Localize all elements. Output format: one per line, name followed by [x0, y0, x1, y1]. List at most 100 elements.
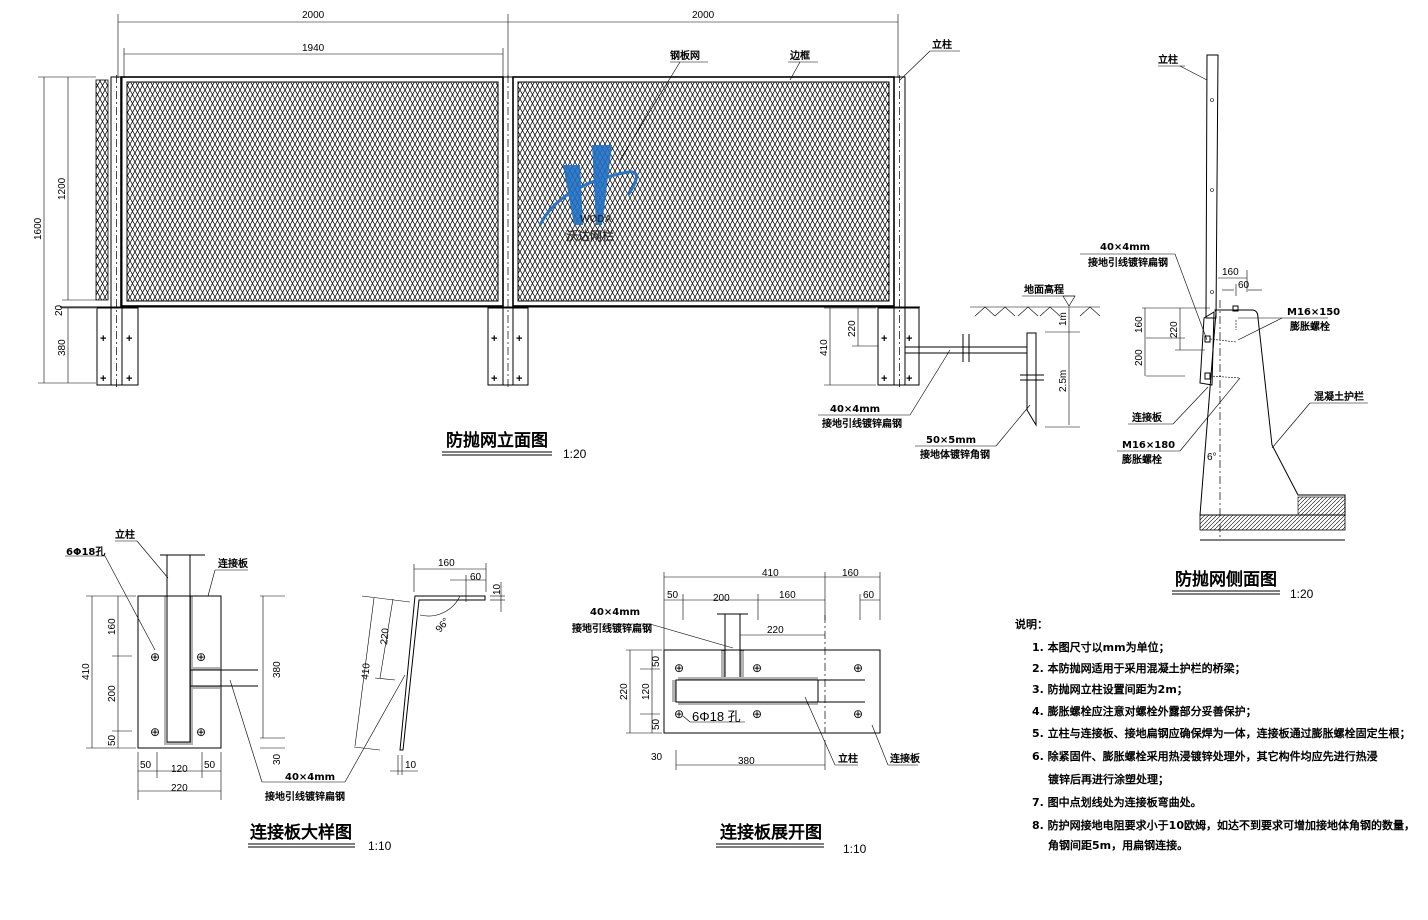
- post-2: [502, 75, 514, 388]
- note-item: 6. 除紧固件、膨胀螺栓采用热浸镀锌处理外，其它构件均应先进行热浸: [1032, 749, 1378, 763]
- unfold-dim-50: 50: [667, 590, 679, 601]
- side-view: 立柱 160 60 160 200 220: [1080, 53, 1368, 601]
- unfold-holes: ⊕⊕⊕ ⊕⊕⊕: [674, 661, 863, 721]
- detail-flatbar-size: 40×4mm: [285, 772, 335, 783]
- angle-size: 50×5mm: [926, 435, 976, 446]
- side-dim-160-top: 160: [1222, 267, 1239, 278]
- svg-text:⊕: ⊕: [853, 661, 863, 675]
- unfold-label-post: 立柱: [838, 752, 858, 765]
- svg-text:+: +: [906, 373, 912, 385]
- plate-unfold-view: ⊕⊕⊕ ⊕⊕⊕ 410 160 50 200 160 60 220 220 50…: [572, 568, 921, 856]
- fence-panel-1: [120, 76, 504, 307]
- bolt2-name: 膨胀螺栓: [1122, 453, 1162, 466]
- svg-text:⊕: ⊕: [674, 661, 684, 675]
- label-ground-level: 地面高程: [1024, 283, 1064, 296]
- detail-dim-160: 160: [107, 618, 118, 635]
- concrete-barrier: [1199, 309, 1346, 516]
- detail-label-plate: 连接板: [218, 557, 249, 570]
- unfold-plate: [663, 649, 881, 734]
- svg-text:沃达网栏: 沃达网栏: [566, 228, 614, 243]
- unfold-dim-160: 160: [779, 590, 796, 601]
- side-scale: 1:20: [1290, 587, 1314, 601]
- unfold-title: 连接板展开图: [720, 822, 822, 843]
- label-frame: 边框: [789, 49, 810, 62]
- unfold-dim-380: 380: [738, 756, 755, 767]
- svg-text:+: +: [881, 373, 887, 385]
- unfold-post: [675, 679, 819, 703]
- angle-name: 接地体镀锌角钢: [920, 448, 990, 461]
- detail-dim-220: 220: [171, 783, 188, 794]
- svg-text:+: +: [881, 333, 887, 345]
- label-mesh: 钢板网: [670, 49, 700, 62]
- watermark-logo: WODA 沃达网栏: [538, 145, 638, 243]
- unfold-flatbar-name: 接地引线镀锌扁钢: [572, 622, 652, 635]
- svg-text:WODA: WODA: [580, 214, 612, 225]
- note-item: 角钢间距5m，用扁钢连接。: [1048, 838, 1188, 852]
- detail-holes: ⊕⊕⊕⊕: [150, 650, 206, 739]
- side-label-post: 立柱: [1158, 53, 1178, 66]
- detail-plate: [137, 595, 222, 749]
- detail-scale: 1:10: [368, 839, 392, 853]
- note-item: 镀锌后再进行涂塑处理；: [1048, 772, 1169, 786]
- side-plate: [1199, 311, 1215, 386]
- unfold-dim-v120: 120: [641, 683, 652, 700]
- bend-dim-410: 410: [360, 662, 373, 680]
- elevation-view: 2000 2000 1940 1600 1200 20 380 WODA: [33, 10, 1101, 461]
- detail-dim-410: 410: [81, 663, 92, 680]
- detail-dim-30: 30: [272, 753, 283, 765]
- detail-flatbar-name: 接地引线镀锌扁钢: [265, 790, 345, 803]
- notes-heading: 说明：: [1015, 617, 1048, 631]
- unfold-dim-410: 410: [762, 568, 779, 579]
- svg-text:+: +: [906, 333, 912, 345]
- unfold-dim-160-r: 160: [842, 568, 859, 579]
- svg-text:⊕: ⊕: [196, 725, 206, 739]
- dim-1m: 1m: [1058, 312, 1069, 326]
- unfold-label-holes: 6Φ18 孔: [692, 709, 741, 724]
- dim-1200: 1200: [57, 177, 68, 200]
- grounding-flatbar: [905, 334, 1028, 362]
- bent-plate: [399, 595, 486, 751]
- svg-text:+: +: [491, 373, 497, 385]
- note-item: 8. 防护网接地电阻要求小于10欧姆，如达不到要求可增加接地体角钢的数量，: [1032, 818, 1415, 832]
- unfold-dim-220-top: 220: [767, 625, 784, 636]
- unfold-label-plate: 连接板: [890, 752, 921, 765]
- dim-2-5m: 2.5m: [1058, 370, 1069, 392]
- svg-text:+: +: [126, 373, 132, 385]
- detail-dim-200: 200: [107, 685, 118, 702]
- side-angle: 6°: [1207, 452, 1217, 463]
- deck-slab: [1199, 514, 1346, 531]
- unfold-scale: 1:10: [843, 842, 867, 856]
- svg-text:+: +: [516, 333, 522, 345]
- notes: 说明： 1. 本图尺寸以mm为单位； 2. 本防抛网适用于采用混凝土护栏的桥梁；…: [1015, 617, 1415, 852]
- label-post: 立柱: [932, 38, 952, 51]
- detail-label-holes: 6Φ18孔: [66, 545, 105, 558]
- unfold-dim-60: 60: [863, 590, 875, 601]
- svg-text:+: +: [516, 373, 522, 385]
- elevation-scale: 1:20: [563, 447, 587, 461]
- unfold-dim-30: 30: [651, 752, 663, 763]
- bolt2-size: M16×180: [1122, 440, 1175, 451]
- side-flatbar-size: 40×4mm: [1100, 242, 1150, 253]
- note-item: 5. 立柱与连接板、接地扁钢应确保焊为一体，连接板通过膨胀螺栓固定生根；: [1032, 726, 1411, 740]
- ground-surface: [970, 295, 1101, 428]
- svg-text:+: +: [491, 333, 497, 345]
- side-dim-60: 60: [1238, 280, 1250, 291]
- bend-dim-220: 220: [379, 627, 392, 645]
- unfold-dim-200: 200: [713, 593, 730, 604]
- side-flatbar-name: 接地引线镀锌扁钢: [1088, 256, 1168, 269]
- note-item: 2. 本防抛网适用于采用混凝土护栏的桥梁；: [1032, 661, 1246, 675]
- unfold-dim-v50b: 50: [651, 718, 662, 730]
- dim-410: 410: [819, 339, 830, 356]
- dim-1600: 1600: [33, 217, 44, 240]
- plate-detail-view: ⊕⊕⊕⊕ 410 160 200 50 380 30 50 120 50 220: [65, 528, 505, 853]
- dim-2000-b: 2000: [692, 10, 715, 21]
- bend-dim-10: 10: [492, 583, 503, 595]
- unfold-flatbar-size: 40×4mm: [590, 607, 640, 618]
- detail-dim-380: 380: [272, 661, 283, 678]
- label-barrier: 混凝土护栏: [1314, 390, 1364, 403]
- svg-text:+: +: [100, 373, 106, 385]
- mesh-edge: [95, 79, 109, 301]
- note-item: 3. 防抛网立柱设置间距为2m；: [1032, 682, 1188, 696]
- detail-dim-b50a: 50: [140, 760, 152, 771]
